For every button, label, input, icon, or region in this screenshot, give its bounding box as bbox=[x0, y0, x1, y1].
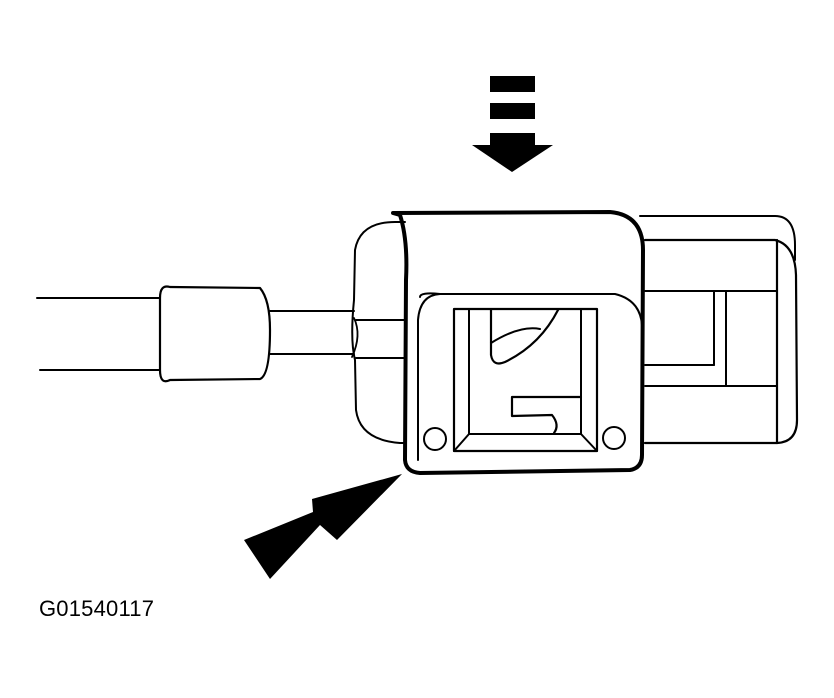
push-down-arrow-icon bbox=[472, 76, 553, 172]
connector-body-left bbox=[351, 221, 406, 444]
mounting-hole-right bbox=[602, 426, 626, 450]
connector-lock-cover[interactable] bbox=[391, 210, 645, 475]
connector-body-right bbox=[639, 215, 799, 445]
push-diagonal-arrow-icon bbox=[244, 474, 402, 579]
mounting-hole-left bbox=[423, 427, 447, 451]
figure-id-label: G01540117 bbox=[39, 596, 155, 621]
wire-harness bbox=[36, 285, 406, 383]
